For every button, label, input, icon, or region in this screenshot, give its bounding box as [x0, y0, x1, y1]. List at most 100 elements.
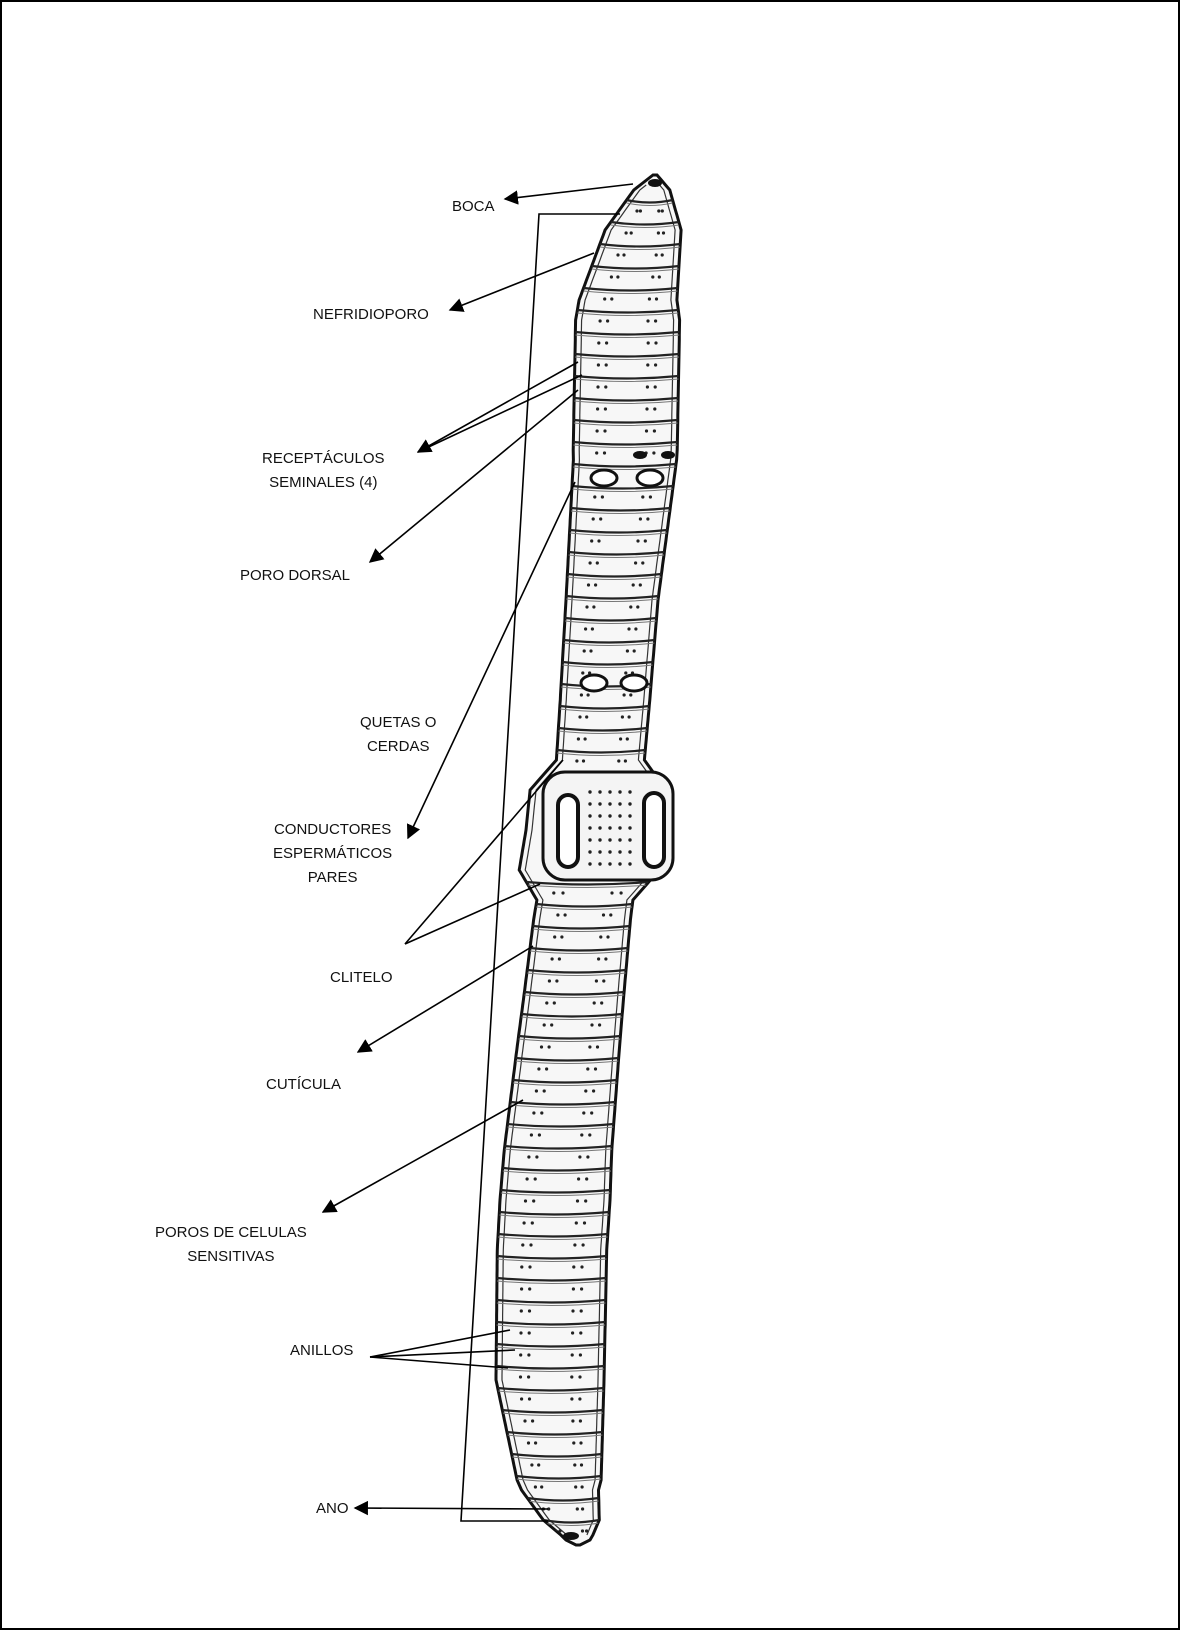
seta-dot: [572, 1441, 575, 1444]
seta-dot: [586, 1067, 589, 1070]
seta-dot: [550, 1023, 553, 1026]
seta-dot: [603, 297, 606, 300]
seta-dot: [584, 737, 587, 740]
clitellum-dot: [598, 802, 601, 805]
seta-dot: [588, 1045, 591, 1048]
seta-dot: [575, 1221, 578, 1224]
seta-dot: [606, 935, 609, 938]
seta-dot: [654, 385, 657, 388]
seta-dot: [658, 275, 661, 278]
anus-opening: [563, 1532, 579, 1540]
pointer-poro-dorsal: [370, 390, 578, 562]
seta-dot: [646, 517, 649, 520]
paired-pore: [591, 470, 617, 486]
seta-dot: [645, 407, 648, 410]
seta-dot: [624, 671, 627, 674]
seta-dot: [556, 913, 559, 916]
seta-dot: [590, 1023, 593, 1026]
seta-dot: [662, 231, 665, 234]
clitellum-dot: [618, 850, 621, 853]
seta-dot: [535, 1089, 538, 1092]
seta-dot: [590, 1111, 593, 1114]
seta-dot: [580, 1287, 583, 1290]
seta-dot: [596, 429, 599, 432]
seta-dot: [534, 1485, 537, 1488]
label-receptaculos-seminales: RECEPTÁCULOS SEMINALES (4): [262, 447, 385, 495]
receptacle-spot: [633, 451, 647, 459]
clitellum-dot: [588, 826, 591, 829]
seta-dot: [629, 605, 632, 608]
seta-dot: [616, 275, 619, 278]
seta-dot: [616, 253, 619, 256]
seta-dot: [654, 363, 657, 366]
label-ano: ANO: [316, 1497, 349, 1521]
seta-dot: [560, 935, 563, 938]
seta-dot: [585, 1177, 588, 1180]
clitellum-dot: [618, 814, 621, 817]
seta-dot: [570, 1375, 573, 1378]
seta-dot: [621, 715, 624, 718]
seta-dot: [652, 451, 655, 454]
seta-dot: [573, 1243, 576, 1246]
seta-dot: [583, 1221, 586, 1224]
label-boca: BOCA: [452, 195, 495, 219]
clitellum-dot: [628, 850, 631, 853]
paired-pore: [621, 675, 647, 691]
seta-dot: [537, 1067, 540, 1070]
clitellum-dot: [608, 826, 611, 829]
label-cuticula: CUTÍCULA: [266, 1073, 341, 1097]
clitellum-dot: [628, 838, 631, 841]
seta-dot: [634, 627, 637, 630]
seta-dot: [593, 1001, 596, 1004]
seta-dot: [540, 1111, 543, 1114]
seta-dot: [627, 627, 630, 630]
seta-dot: [661, 253, 664, 256]
seta-dot: [528, 1309, 531, 1312]
seta-dot: [581, 1485, 584, 1488]
seta-dot: [587, 693, 590, 696]
seta-dot: [540, 1485, 543, 1488]
seta-dot: [527, 1353, 530, 1356]
seta-dot: [594, 583, 597, 586]
seta-dot: [619, 737, 622, 740]
seta-dot: [532, 1199, 535, 1202]
seta-dot: [610, 275, 613, 278]
seta-dot: [555, 979, 558, 982]
seta-dot: [580, 1463, 583, 1466]
seta-dot: [534, 1441, 537, 1444]
seta-dot: [655, 253, 658, 256]
seta-dot: [578, 715, 581, 718]
seta-dot: [520, 1309, 523, 1312]
seta-dot: [646, 385, 649, 388]
clitellum-dot: [588, 862, 591, 865]
seta-dot: [599, 935, 602, 938]
seta-dot: [645, 429, 648, 432]
seta-dot: [578, 1375, 581, 1378]
seta-dot: [578, 1397, 581, 1400]
seta-dot: [584, 1089, 587, 1092]
seta-dot: [583, 649, 586, 652]
seta-dot: [606, 319, 609, 322]
seta-dot: [548, 979, 551, 982]
clitellum-dot: [608, 838, 611, 841]
seta-dot: [597, 539, 600, 542]
seta-dot: [601, 495, 604, 498]
label-nefridioporo: NEFRIDIOPORO: [313, 303, 429, 327]
seta-dot: [581, 1507, 584, 1510]
pointer-boca: [505, 184, 633, 199]
seta-dot: [655, 297, 658, 300]
seta-dot: [579, 1419, 582, 1422]
seta-dot: [635, 209, 638, 212]
seta-dot: [527, 1155, 530, 1158]
seta-dot: [523, 1221, 526, 1224]
seta-dot: [646, 319, 649, 322]
seta-dot: [597, 341, 600, 344]
seta-dot: [528, 1287, 531, 1290]
seta-dot: [592, 605, 595, 608]
seta-dot: [610, 891, 613, 894]
seta-dot: [598, 1023, 601, 1026]
seta-dot: [519, 1331, 522, 1334]
seta-dot: [588, 1133, 591, 1136]
clitellum-dot: [588, 838, 591, 841]
seta-dot: [571, 1353, 574, 1356]
